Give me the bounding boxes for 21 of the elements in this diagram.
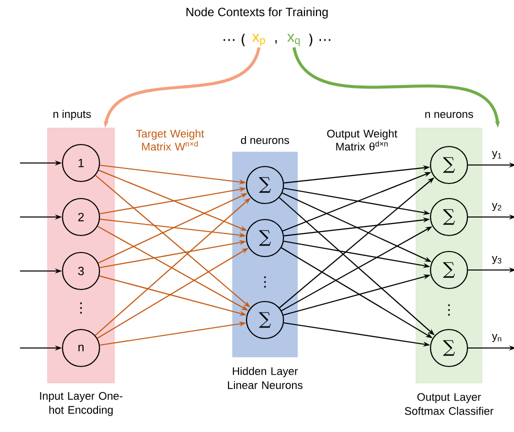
layer-heading: d neurons (241, 136, 290, 144)
edge-label: y$_{2}$ (492, 202, 502, 212)
ellipsis: ⋮ (80, 302, 82, 314)
layer-caption: Output Layer Softmax Classifier (404, 393, 494, 415)
weight-label: Output Weight Matrix θ$^{d×n}$ (327, 129, 398, 151)
ellipsis: ) ⋯ (309, 34, 330, 46)
context-variable: x$_{p}$ (252, 34, 265, 46)
weight-label: Target Weight Matrix W$^{n×d}$ (136, 129, 204, 151)
context-variable: x$_{q}$ (287, 34, 300, 46)
layer-heading: n neurons (425, 112, 474, 118)
ellipsis: ⋯ ( (224, 34, 245, 46)
layer-caption: Input Layer One-hot Encoding (40, 392, 122, 416)
punctuation: , (275, 40, 277, 44)
layer-heading: n inputs (53, 110, 91, 120)
title: Node Contexts for Training (186, 7, 328, 19)
layer-caption: Hidden Layer Linear Neurons (228, 366, 302, 390)
ellipsis: ⋮ (264, 276, 266, 288)
edge-label: y$_{3}$ (492, 256, 502, 264)
edge-label: y$_{1}$ (492, 150, 502, 160)
edge-label: y$_{n}$ (492, 334, 502, 342)
ellipsis: ⋮ (448, 304, 450, 316)
